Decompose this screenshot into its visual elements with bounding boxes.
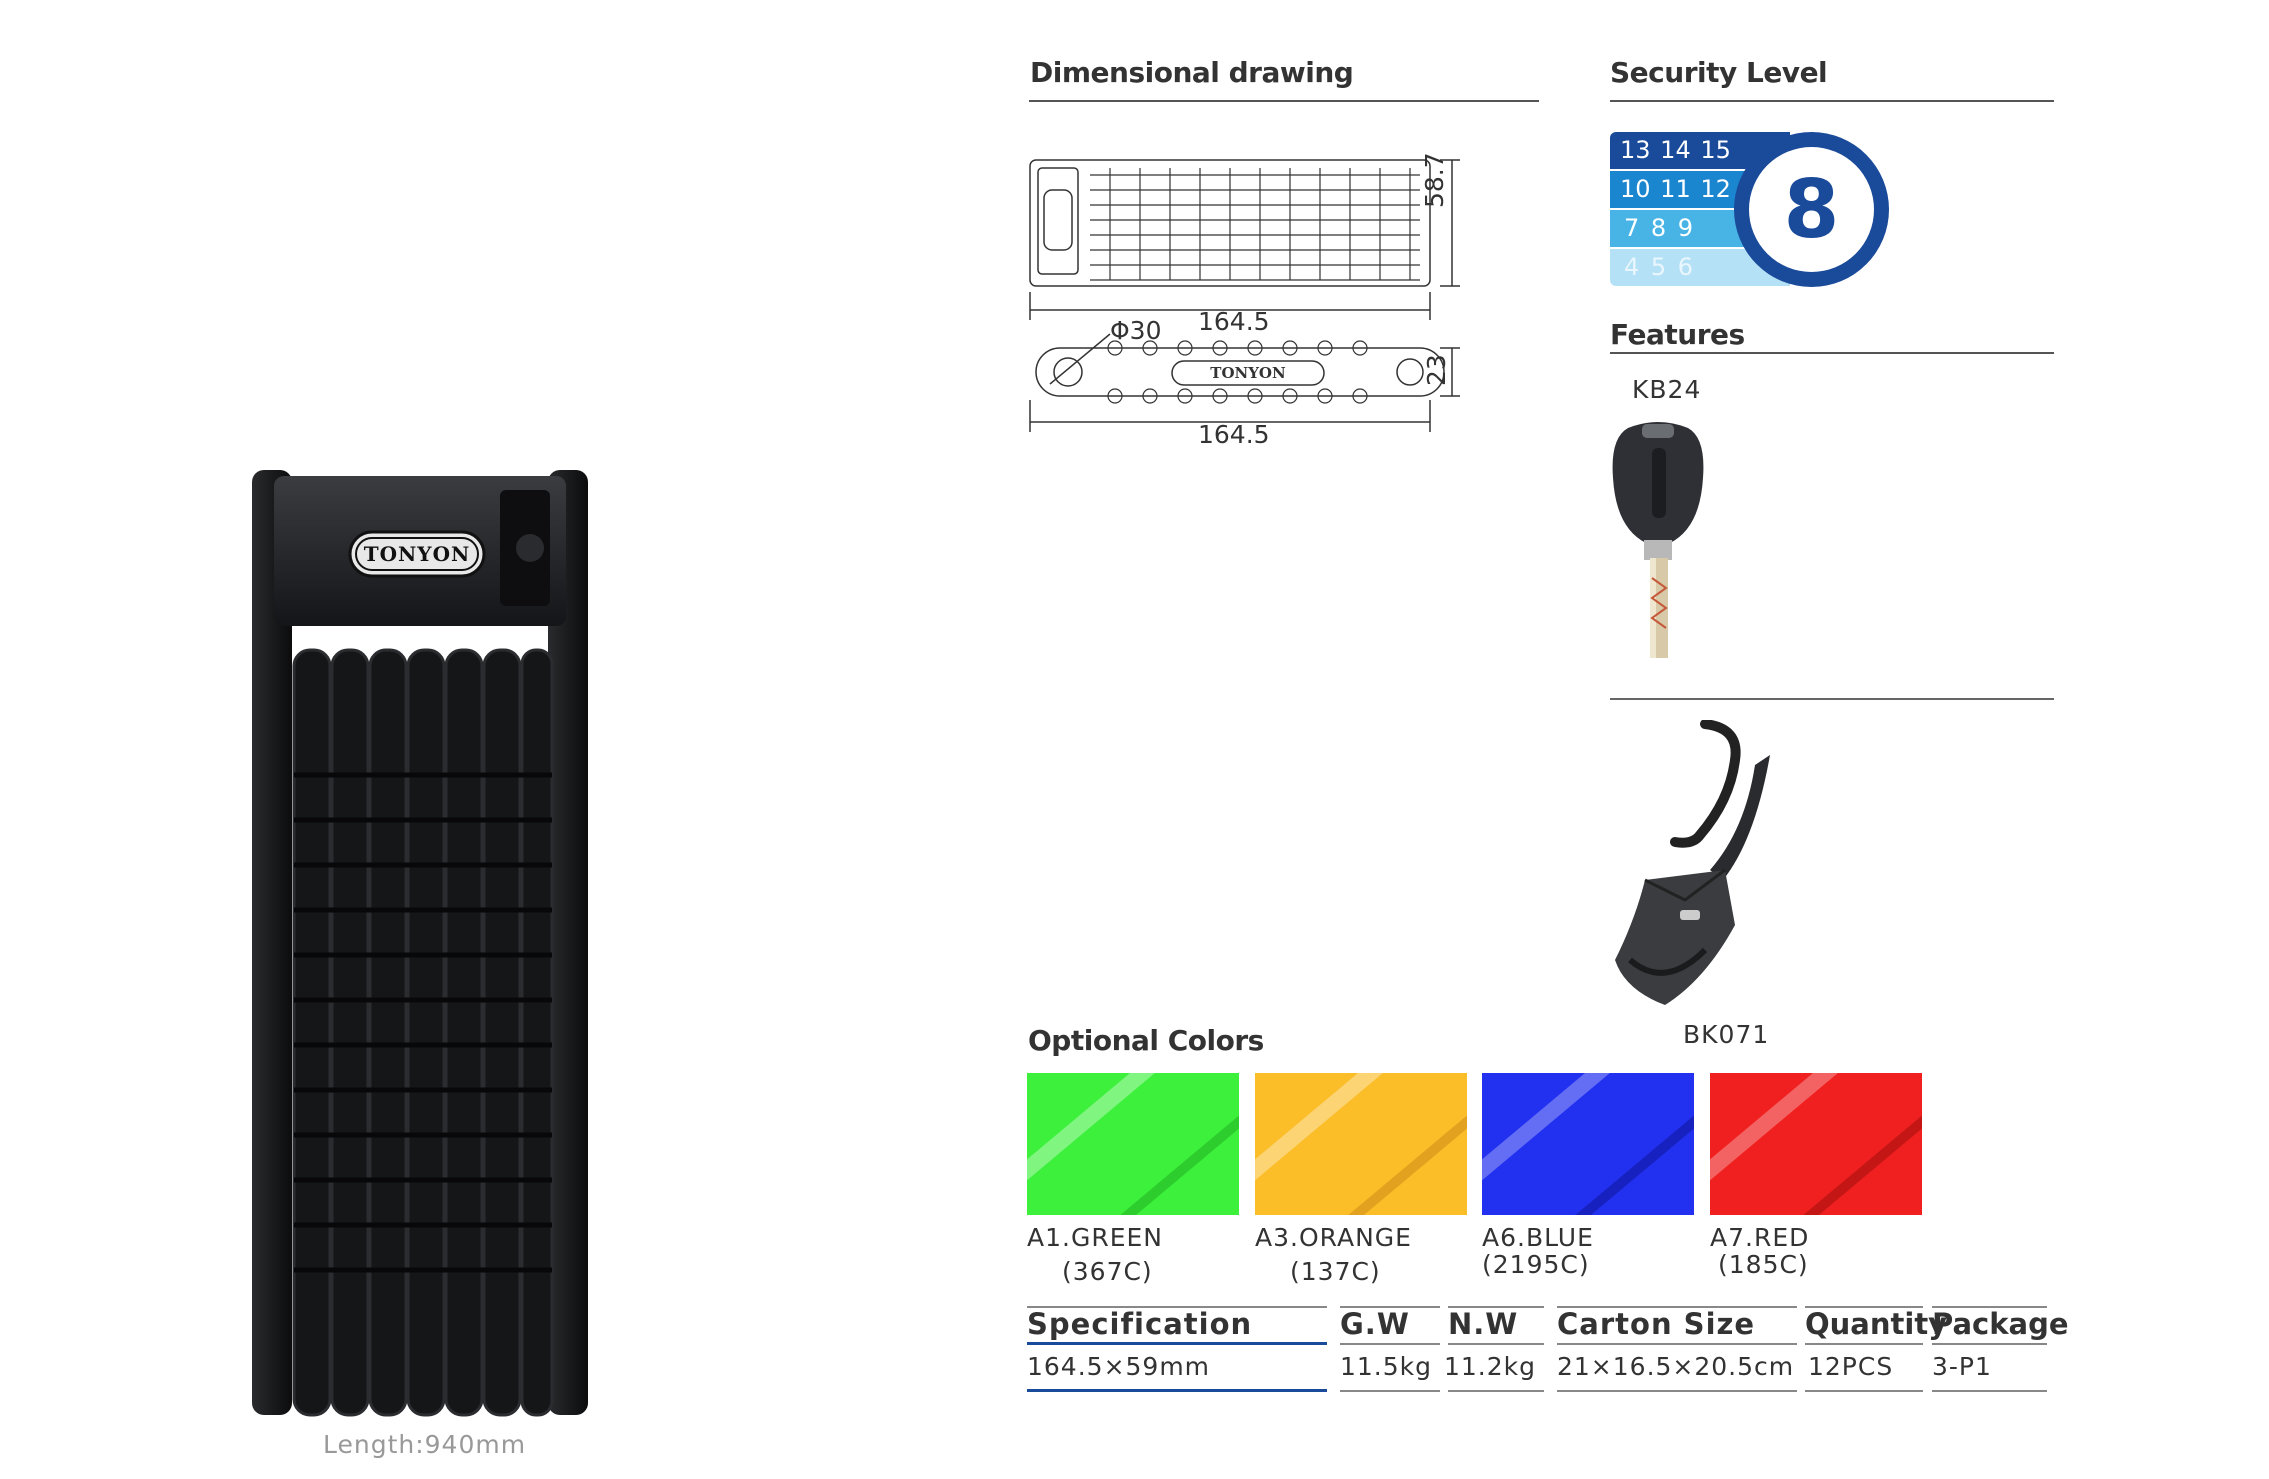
swatch-blue[interactable]: [1482, 1073, 1694, 1215]
spec-bottom-line-2: [1340, 1390, 1440, 1392]
spec-bottom-line-3: [1448, 1390, 1544, 1392]
key-label: KB24: [1632, 375, 1702, 404]
spec-bottom-line-4: [1557, 1390, 1797, 1392]
colors-title: Optional Colors: [1028, 1024, 1264, 1057]
spec-mid-line-3: [1448, 1343, 1544, 1345]
spec-header-quantity: Quantity: [1805, 1307, 1948, 1341]
product-image: TONYON: [250, 470, 590, 1430]
key-image: [1608, 418, 1708, 668]
color-code-blue: A6.BLUE: [1482, 1223, 1594, 1252]
color-pantone-blue: (2195C): [1482, 1250, 1590, 1279]
security-rule: [1610, 100, 2054, 102]
color-code-orange: A3.ORANGE: [1255, 1223, 1412, 1252]
color-pantone-red: (185C): [1718, 1250, 1809, 1279]
spec-mid-line-4: [1557, 1343, 1797, 1345]
swatch-green[interactable]: [1027, 1073, 1239, 1215]
color-pantone-orange: (137C): [1290, 1257, 1381, 1286]
spec-top-line-1: [1027, 1306, 1327, 1308]
security-title: Security Level: [1610, 56, 1828, 89]
security-level-graphic: 13 14 15 10 11 12 7 8 9 4 5 6 8: [1610, 132, 1890, 287]
dim-width-bottom: 164.5: [1198, 420, 1270, 449]
spec-top-line-5: [1805, 1306, 1923, 1308]
features-divider: [1610, 698, 2054, 700]
dim-width-top: 164.5: [1198, 307, 1270, 336]
spec-bottom-line-5: [1805, 1390, 1923, 1392]
dimensional-title: Dimensional drawing: [1030, 56, 1354, 89]
spec-header-carton: Carton Size: [1557, 1307, 1756, 1341]
spec-header-gw: G.W: [1340, 1307, 1410, 1341]
spec-value-package: 3-P1: [1932, 1352, 1992, 1381]
dim-height-top: 58.7: [1420, 152, 1449, 208]
spec-mid-line-1: [1027, 1342, 1327, 1345]
spec-mid-line-2: [1340, 1343, 1440, 1345]
spec-top-line-6: [1932, 1306, 2047, 1308]
dimensional-drawing: TONYON: [1020, 150, 1480, 450]
spec-mid-line-6: [1932, 1343, 2047, 1345]
color-code-green: A1.GREEN: [1027, 1223, 1163, 1252]
spec-value-carton: 21×16.5×20.5cm: [1557, 1352, 1795, 1381]
lock-logo: TONYON: [363, 542, 471, 566]
security-level-ring: 8: [1734, 132, 1889, 287]
bracket-label: BK071: [1683, 1020, 1770, 1049]
spec-top-line-4: [1557, 1306, 1797, 1308]
spec-bottom-line-1: [1027, 1389, 1327, 1392]
drawing-logo-side: TONYON: [1210, 364, 1286, 382]
color-pantone-green: (367C): [1062, 1257, 1153, 1286]
spec-top-line-2: [1340, 1306, 1440, 1308]
security-level-value: 8: [1783, 163, 1840, 256]
spec-value-quantity: 12PCS: [1808, 1352, 1894, 1381]
dim-thickness: 23: [1422, 354, 1451, 386]
dim-hole-diameter: Φ30: [1110, 316, 1162, 345]
bracket-image: [1605, 719, 1845, 1015]
features-rule: [1610, 352, 2054, 354]
spec-header-package: Package: [1932, 1307, 2069, 1341]
spec-value-gw: 11.5kg: [1340, 1352, 1433, 1381]
spec-header-specification: Specification: [1027, 1307, 1253, 1341]
length-caption: Length:940mm: [323, 1430, 527, 1459]
spec-mid-line-5: [1805, 1343, 1923, 1345]
features-title: Features: [1610, 318, 1745, 351]
swatch-orange[interactable]: [1255, 1073, 1467, 1215]
dimensional-rule: [1029, 100, 1539, 102]
spec-bottom-line-6: [1932, 1390, 2047, 1392]
spec-value-specification: 164.5×59mm: [1027, 1352, 1211, 1381]
security-row-low: 4 5 6: [1610, 249, 1790, 286]
swatch-red[interactable]: [1710, 1073, 1922, 1215]
color-code-red: A7.RED: [1710, 1223, 1810, 1252]
spec-value-nw: 11.2kg: [1444, 1352, 1537, 1381]
spec-top-line-3: [1448, 1306, 1544, 1308]
spec-header-nw: N.W: [1448, 1307, 1519, 1341]
